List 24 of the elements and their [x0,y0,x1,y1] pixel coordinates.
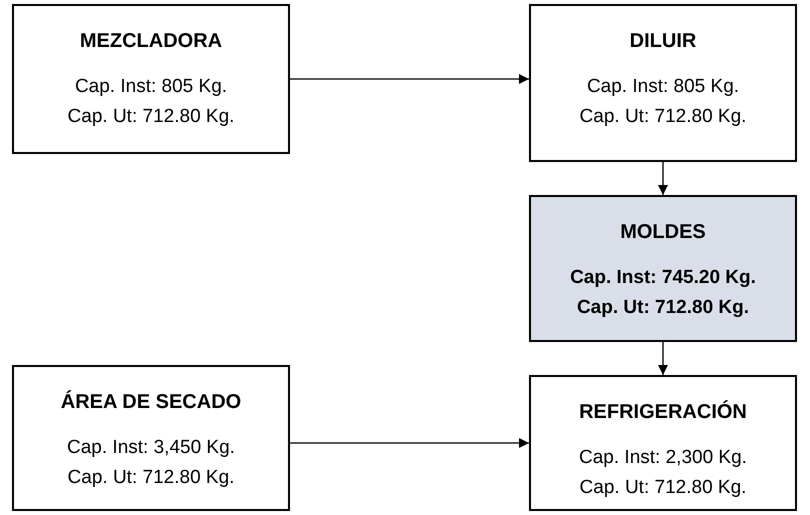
capacity-text: Cap. Inst: 745.20 Kg. [570,266,756,290]
process-box [529,4,797,162]
process-box [529,195,797,342]
capacity-text: Cap. Inst: 3,450 Kg. [67,436,235,460]
box-title: ÁREA DE SECADO [60,389,242,415]
box-title: MOLDES [620,220,706,245]
arrow [658,342,668,375]
capacity-text: Cap. Ut: 712.80 Kg. [68,466,234,490]
arrow [290,438,529,448]
process-box [529,375,797,511]
box-title: MEZCLADORA [80,29,222,54]
capacity-text: Cap. Ut: 712.80 Kg. [68,105,234,129]
box-title: DILUIR [630,29,696,54]
capacity-text: Cap. Ut: 712.80 Kg. [580,476,746,500]
process-box [12,365,290,511]
box-title: REFRIGERACIÓN [579,399,747,425]
capacity-text: Cap. Inst: 805 Kg. [74,75,228,99]
arrow [290,74,529,84]
capacity-text: Cap. Ut: 712.80 Kg. [576,296,750,320]
arrow [658,162,668,195]
process-box [12,4,290,154]
capacity-text: Cap. Inst: 805 Kg. [586,75,740,99]
capacity-text: Cap. Ut: 712.80 Kg. [580,105,746,129]
capacity-text: Cap. Inst: 2,300 Kg. [579,446,747,470]
